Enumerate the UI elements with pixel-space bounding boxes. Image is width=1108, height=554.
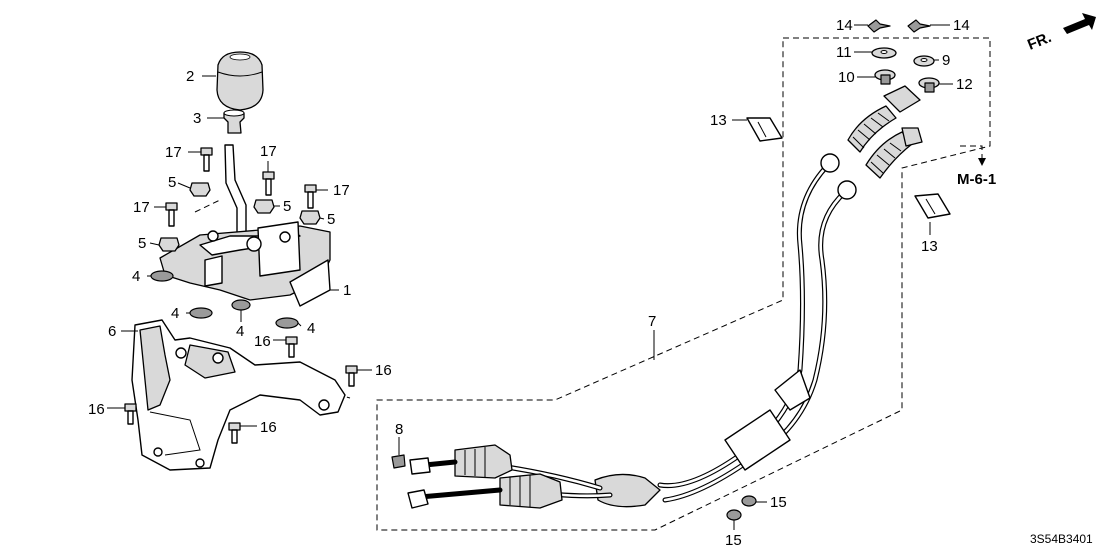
mount-4-a <box>150 270 174 282</box>
callout-13-b: 13 <box>921 238 938 255</box>
bolt-16-c <box>124 403 137 425</box>
shift-cable-assembly <box>407 85 923 509</box>
nut-15-a <box>741 495 757 507</box>
ref-arrow-line <box>960 145 983 160</box>
callout-17-d: 17 <box>133 199 150 216</box>
nut-15-b <box>726 509 742 521</box>
nut-5-b <box>253 199 275 214</box>
callout-17-a: 17 <box>165 144 182 161</box>
callout-2: 2 <box>186 68 194 85</box>
callout-15-a: 15 <box>770 494 787 511</box>
callout-12: 12 <box>956 76 973 93</box>
mount-4-c <box>231 299 251 311</box>
bushing-12 <box>918 77 940 93</box>
clip-8 <box>391 454 406 469</box>
callout-10: 10 <box>838 69 855 86</box>
front-direction-indicator: FR. <box>1025 13 1096 54</box>
upper-cable-group-boundary <box>376 37 991 531</box>
callout-8: 8 <box>395 421 403 438</box>
mount-4-d <box>275 317 299 329</box>
bolt-17-b <box>262 171 275 196</box>
callout-5-a: 5 <box>168 174 176 191</box>
shift-knob <box>216 51 264 111</box>
callout-5-c: 5 <box>327 211 335 228</box>
callout-4-d: 4 <box>307 320 315 337</box>
bolt-16-d <box>228 422 241 444</box>
cable-clip-13-a <box>746 117 783 142</box>
leader-lines <box>107 24 953 530</box>
nut-5-d <box>158 237 180 252</box>
callout-5-d: 5 <box>138 235 146 252</box>
reference-label: M-6-1 <box>957 171 996 188</box>
callout-13-a: 13 <box>710 112 727 129</box>
callout-17-c: 17 <box>333 182 350 199</box>
callout-15-b: 15 <box>725 532 742 549</box>
mount-4-b <box>189 307 213 319</box>
callout-16-b: 16 <box>375 362 392 379</box>
lower-bracket <box>131 319 346 471</box>
callout-4-c: 4 <box>236 323 244 340</box>
callout-7: 7 <box>648 313 656 330</box>
front-arrow-icon <box>1063 13 1096 34</box>
shift-lever-bracket <box>159 221 331 307</box>
clip-14-a <box>867 19 891 33</box>
bolt-17-d <box>165 202 178 227</box>
bushing-10 <box>874 69 896 85</box>
callout-5-b: 5 <box>283 198 291 215</box>
bolt-17-a <box>200 147 213 172</box>
clip-14-b <box>907 19 931 33</box>
washer-9 <box>913 55 935 67</box>
callout-17-b: 17 <box>260 143 277 160</box>
callout-3: 3 <box>193 110 201 127</box>
shift-lever-rod <box>224 144 247 237</box>
callout-4-a: 4 <box>132 268 140 285</box>
callout-14-b: 14 <box>953 17 970 34</box>
shift-lever-group-boundary <box>194 199 221 213</box>
callout-1: 1 <box>343 282 351 299</box>
callout-16-a: 16 <box>254 333 271 350</box>
bolt-17-c <box>304 184 317 209</box>
nut-5-a <box>189 182 211 197</box>
ref-arrowhead-icon <box>978 158 986 166</box>
callout-16-d: 16 <box>260 419 277 436</box>
front-direction-label: FR. <box>1025 29 1054 54</box>
bolt-16-a <box>285 336 298 358</box>
bolt-16-b <box>345 365 358 387</box>
callout-4-b: 4 <box>171 305 179 322</box>
callout-16-c: 16 <box>88 401 105 418</box>
nut-5-c <box>299 210 321 225</box>
callout-9: 9 <box>942 52 950 69</box>
callout-labels: 2 3 1 4 4 4 4 5 5 5 5 17 17 17 17 6 16 1… <box>88 17 973 549</box>
callout-14-a: 14 <box>836 17 853 34</box>
cable-clip-13-b <box>914 193 951 219</box>
callout-11: 11 <box>836 44 852 61</box>
callout-6: 6 <box>108 323 116 340</box>
washer-11 <box>871 47 897 59</box>
knob-collar <box>223 109 245 134</box>
diagram-code: 3S54B3401 <box>1030 532 1093 546</box>
